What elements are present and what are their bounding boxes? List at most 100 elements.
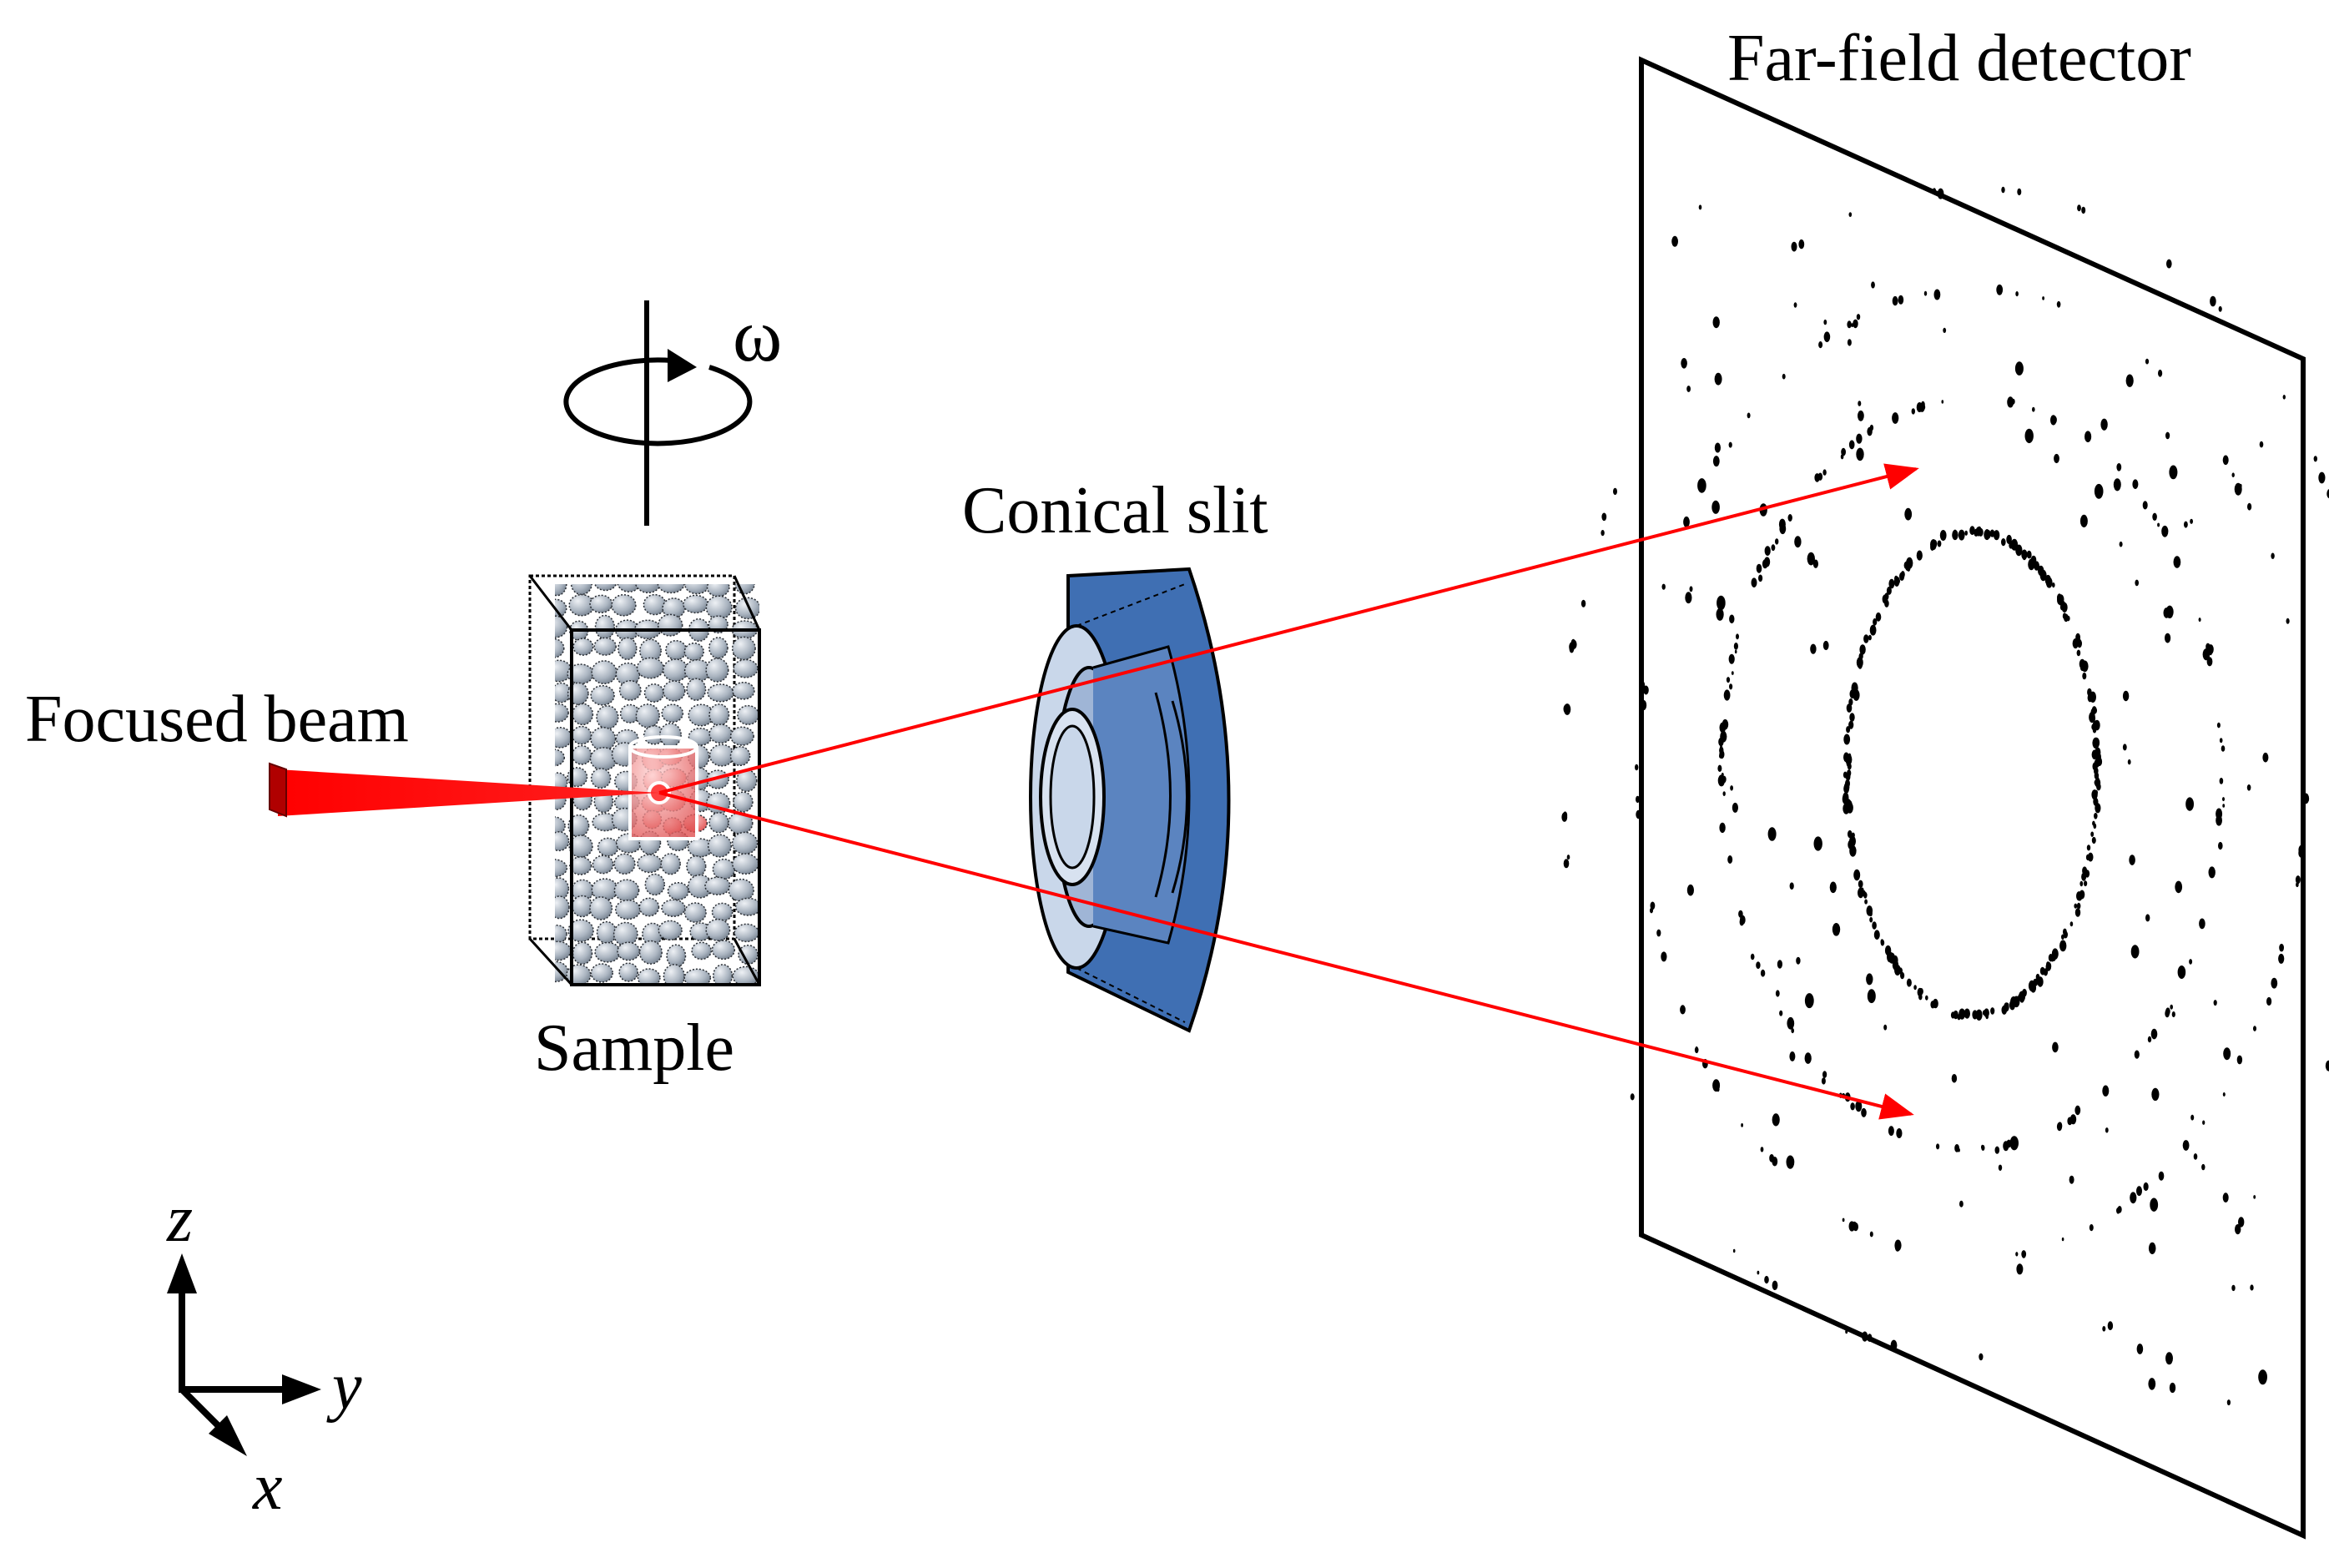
diffraction-spot xyxy=(1871,281,1875,289)
diffraction-spot xyxy=(2100,418,2108,431)
grain xyxy=(706,584,730,597)
grain xyxy=(555,749,566,767)
diffraction-spot xyxy=(1772,1157,1778,1167)
diffraction-spot xyxy=(1661,951,1667,962)
diffraction-spot xyxy=(1958,529,1965,541)
diffraction-spot xyxy=(1764,557,1771,567)
diffraction-spot xyxy=(2045,577,2053,588)
grain xyxy=(683,642,704,662)
diffraction-spot xyxy=(1943,327,1947,333)
grain xyxy=(657,584,685,594)
grain xyxy=(732,853,759,875)
diffraction-spot xyxy=(2005,1002,2009,1008)
grain xyxy=(661,899,686,917)
grain xyxy=(686,855,707,878)
diffraction-spot xyxy=(2231,1284,2236,1292)
diffraction-spot xyxy=(1601,512,1607,522)
diffraction-spot xyxy=(2095,781,2100,789)
diffraction-spot xyxy=(2093,727,2097,733)
diffraction-spot xyxy=(1930,539,1937,551)
grain xyxy=(657,613,683,637)
far-field-detector xyxy=(1561,56,2329,1540)
diffraction-spot xyxy=(1856,447,1864,461)
diffraction-spot xyxy=(1804,993,1814,1009)
diffraction-spot xyxy=(1733,643,1738,650)
grain xyxy=(522,811,544,829)
diffraction-spot xyxy=(2218,305,2222,312)
diffraction-spot xyxy=(1694,1046,1699,1054)
diffraction-spot xyxy=(1867,989,1876,1004)
grain xyxy=(711,940,736,960)
diffraction-spot xyxy=(2130,945,2140,959)
diffraction-spot xyxy=(2171,1011,2175,1017)
diffraction-spot xyxy=(2089,1224,2094,1232)
diffraction-spot xyxy=(2134,1050,2140,1059)
diffraction-spot xyxy=(1722,718,1729,730)
diffraction-spot xyxy=(1884,945,1892,956)
diffraction-spot xyxy=(2184,521,2188,528)
grain xyxy=(705,918,731,941)
grain xyxy=(711,902,733,922)
sample-box-edge xyxy=(528,575,573,631)
diffraction-spot xyxy=(2087,688,2092,697)
diffraction-spot xyxy=(2057,593,2062,602)
diffraction-spot xyxy=(1846,726,1851,734)
diffraction-spot xyxy=(2076,891,2083,901)
diffraction-spot xyxy=(2279,943,2285,952)
diffraction-spot xyxy=(1900,971,1905,980)
grain xyxy=(590,963,613,983)
diffraction-spot xyxy=(1750,953,1755,960)
diffraction-spot xyxy=(1853,319,1858,329)
grain xyxy=(731,831,759,855)
diffraction-spot xyxy=(2076,902,2081,910)
diffraction-spot xyxy=(2081,206,2086,214)
diffraction-spot xyxy=(2056,300,2061,308)
diffraction-spot xyxy=(2161,525,2169,537)
diffraction-spot xyxy=(1793,302,1797,308)
diffraction-spot xyxy=(1990,1007,1995,1015)
diffraction-spot xyxy=(1848,1221,1855,1232)
diffraction-spot xyxy=(2082,672,2087,680)
diffraction-spot xyxy=(1861,887,1864,893)
grain xyxy=(525,727,544,746)
grain xyxy=(596,705,619,730)
diffraction-spot xyxy=(2222,804,2226,808)
diffraction-spot xyxy=(1823,331,1831,343)
diffraction-spot xyxy=(1716,608,1724,621)
diffraction-spot xyxy=(1858,401,1862,406)
grain xyxy=(572,744,592,765)
grain xyxy=(572,941,593,966)
diffraction-spot xyxy=(1984,529,1990,541)
grain xyxy=(737,704,759,725)
grain xyxy=(663,964,685,985)
diffraction-spot xyxy=(1888,1126,1894,1137)
diffraction-spot xyxy=(1814,473,1820,482)
grain xyxy=(589,594,613,613)
diffraction-spot xyxy=(2216,722,2221,729)
diffraction-spot xyxy=(1936,1143,1940,1150)
diffraction-spot xyxy=(1981,1145,1985,1151)
omega-label: ω xyxy=(733,295,782,377)
diffraction-spot xyxy=(1855,1101,1863,1112)
grain xyxy=(555,816,566,836)
diffraction-spot xyxy=(1869,624,1877,636)
grain xyxy=(611,593,637,617)
diffraction-spot xyxy=(2079,880,2084,887)
diffraction-spot xyxy=(1756,563,1762,573)
diffraction-spot xyxy=(1711,500,1720,514)
diffraction-spot xyxy=(1898,295,1904,305)
grain xyxy=(643,683,665,703)
diffraction-spot xyxy=(2021,549,2028,560)
grain xyxy=(732,681,755,700)
diffraction-spot xyxy=(2057,1122,2063,1130)
diffraction-spot xyxy=(1913,985,1917,991)
diffraction-spot xyxy=(1728,441,1732,448)
diffraction-spot xyxy=(2253,1195,2256,1199)
diffraction-spot xyxy=(1890,1339,1898,1351)
z-arrow-icon xyxy=(167,1253,197,1293)
diffraction-spot xyxy=(1760,969,1766,977)
diffraction-spot xyxy=(2091,749,2098,760)
diffraction-spot xyxy=(1896,1128,1903,1138)
diffraction-spot xyxy=(1712,1079,1721,1092)
diffraction-spot xyxy=(1798,239,1805,250)
